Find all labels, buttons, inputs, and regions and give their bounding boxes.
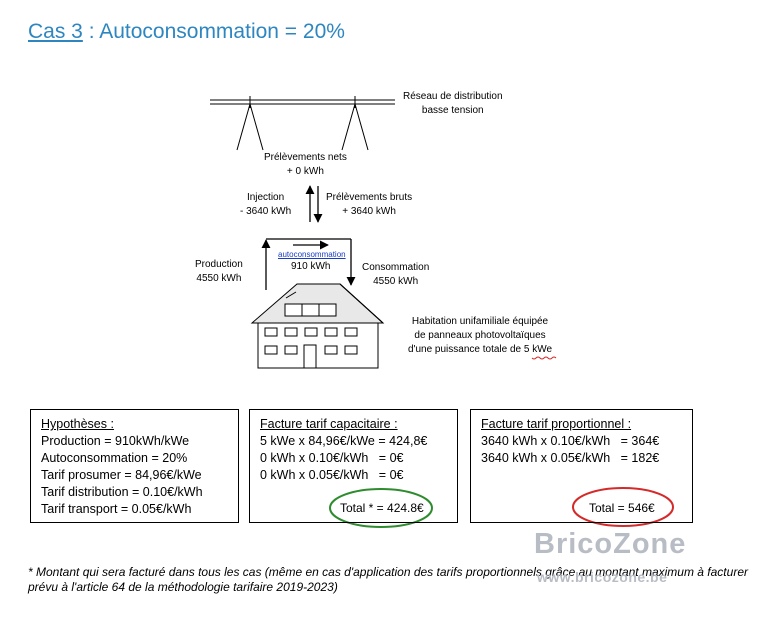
power-line	[210, 96, 395, 151]
page-title: Cas 3 : Autoconsommation = 20%	[28, 20, 345, 44]
total-capacitaire-circle	[329, 488, 433, 528]
spellcheck-underline	[531, 356, 557, 360]
hypothesis-line: Production = 910kWh/kWe	[41, 434, 190, 448]
capacitaire-line: 5 kWe x 84,96€/kWe = 424,8€	[260, 434, 428, 448]
title-case-number: Cas 3	[28, 20, 83, 43]
total-proportionnel: Total = 546€	[589, 501, 655, 515]
hypotheses-heading: Hypothèses :	[41, 417, 114, 431]
facture-proportionnel-box: Facture tarif proportionnel : 3640 kWh x…	[470, 409, 693, 523]
house-illustration	[250, 283, 385, 369]
proportionnel-line: 3640 kWh x 0.05€/kWh = 182€	[481, 451, 660, 465]
prelevements-nets-label: Prélèvements nets+ 0 kWh	[264, 152, 347, 177]
footnote: * Montant qui sera facturé dans tous les…	[28, 565, 748, 594]
proportionnel-heading: Facture tarif proportionnel :	[481, 417, 632, 431]
watermark-brand: BricoZone	[534, 528, 687, 560]
autoconsommation-label: autoconsommation	[278, 250, 346, 259]
capacitaire-heading: Facture tarif capacitaire :	[260, 417, 398, 431]
watermark-url: www.bricozone.be	[537, 569, 668, 585]
total-proportionnel-circle	[572, 487, 674, 527]
facture-capacitaire-box: Facture tarif capacitaire : 5 kWe x 84,9…	[249, 409, 458, 523]
proportionnel-line: 3640 kWh x 0.10€/kWh = 364€	[481, 434, 660, 448]
hypothesis-line: Tarif transport = 0.05€/kWh	[41, 502, 192, 516]
capacitaire-line: 0 kWh x 0.05€/kWh = 0€	[260, 468, 404, 482]
hypothesis-line: Tarif prosumer = 84,96€/kWe	[41, 468, 202, 482]
hypotheses-box: Hypothèses : Production = 910kWh/kWe Aut…	[30, 409, 239, 523]
hypothesis-line: Tarif distribution = 0.10€/kWh	[41, 485, 203, 499]
prelevements-bruts-label: Prélèvements bruts+ 3640 kWh	[326, 192, 413, 217]
title-text: : Autoconsommation = 20%	[82, 20, 345, 43]
injection-label: Injection- 3640 kWh	[240, 192, 292, 217]
total-capacitaire: Total * = 424.8€	[340, 501, 424, 515]
autoconsommation-value: 910 kWh	[291, 261, 331, 272]
hypothesis-line: Autoconsommation = 20%	[41, 451, 188, 465]
capacitaire-line: 0 kWh x 0.10€/kWh = 0€	[260, 451, 404, 465]
